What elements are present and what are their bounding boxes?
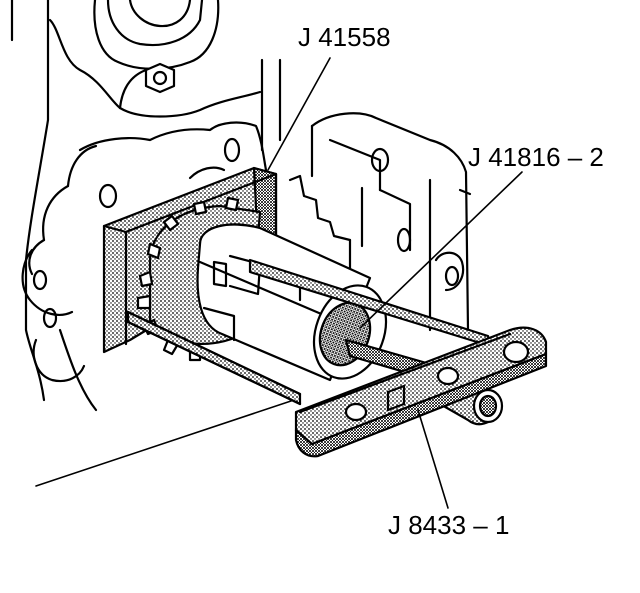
label-puller-bar: J 8433 – 1: [388, 510, 509, 540]
label-forcing-screw: J 41816 – 2: [468, 142, 604, 172]
mount-hole-icon: [32, 269, 48, 291]
mount-hole-icon: [98, 183, 118, 209]
engine-block-casting: [10, 0, 472, 487]
label-puller-plate: J 41558: [298, 22, 391, 52]
mount-hole-icon: [370, 147, 390, 173]
bolt-head-icon: [144, 62, 176, 94]
threaded-rods: [126, 258, 492, 406]
mount-hole-icon: [42, 307, 58, 329]
puller-bar: [294, 326, 548, 458]
mount-hole-icon: [444, 265, 460, 287]
leader-lines: [267, 57, 523, 509]
mount-hole-icon: [223, 137, 241, 163]
mount-hole-icon: [396, 227, 412, 253]
